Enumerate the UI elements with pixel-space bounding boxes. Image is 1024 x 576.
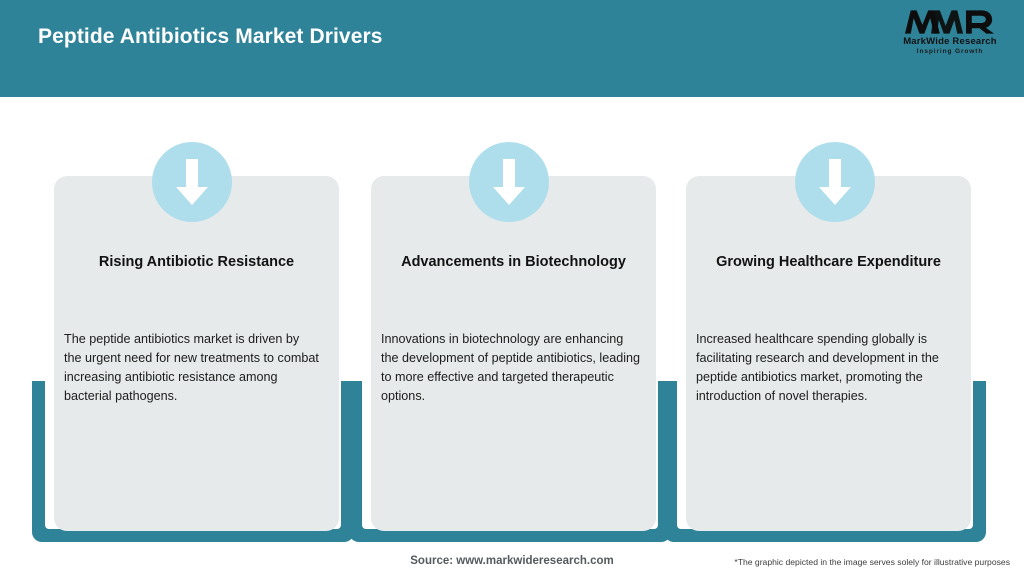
card-icon-circle-3	[795, 142, 875, 222]
card-title-1: Rising Antibiotic Resistance	[98, 254, 295, 270]
card-panel-1	[54, 176, 339, 531]
logo-company-name: MarkWide Research	[903, 36, 997, 47]
page-title: Peptide Antibiotics Market Drivers	[38, 25, 383, 48]
down-arrow-icon	[493, 159, 525, 205]
down-arrow-icon	[176, 159, 208, 205]
brand-logo: MarkWide Research Inspiring Growth	[898, 8, 1002, 60]
card-body-2: Innovations in biotechnology are enhanci…	[381, 332, 641, 404]
disclaimer-note: *The graphic depicted in the image serve…	[734, 557, 1010, 567]
card-panel-2	[371, 176, 656, 531]
mwr-logo-icon	[904, 10, 995, 34]
card-title-3: Growing Healthcare Expenditure	[716, 254, 941, 270]
card-title-2: Advancements in Biotechnology	[401, 254, 626, 270]
header-bar	[0, 0, 1024, 97]
card-icon-circle-1	[152, 142, 232, 222]
card-icon-circle-2	[469, 142, 549, 222]
card-body-3: Increased healthcare spending globally i…	[696, 332, 939, 404]
down-arrow-icon	[819, 159, 851, 205]
source-label: Source: www.markwideresearch.com	[410, 555, 614, 567]
card-body-1: The peptide antibiotics market is driven…	[64, 332, 319, 404]
card-panel-3	[686, 176, 971, 531]
logo-tagline: Inspiring Growth	[916, 47, 984, 55]
